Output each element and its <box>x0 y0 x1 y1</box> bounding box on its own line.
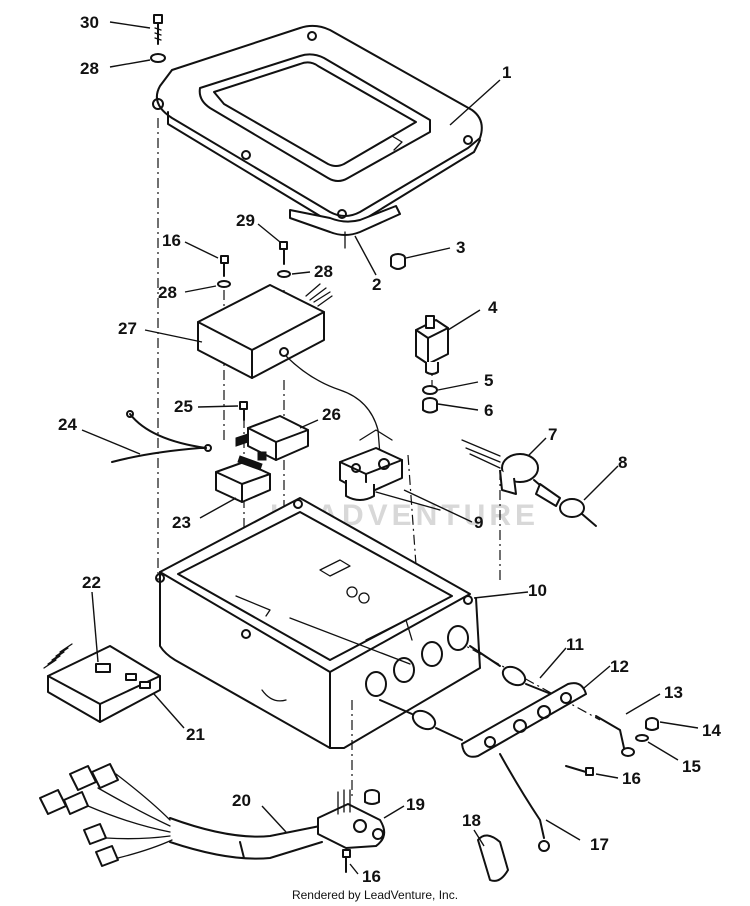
ground-strap-part <box>595 715 635 757</box>
callout-16-upper: 16 <box>162 231 181 250</box>
harness-part <box>39 763 323 867</box>
module-board-part <box>43 643 161 723</box>
callout-25: 25 <box>174 397 193 416</box>
boot-part <box>477 834 509 882</box>
wire-part <box>111 410 212 463</box>
callout-24: 24 <box>58 415 77 434</box>
o-ring-part <box>422 385 438 395</box>
callout-11: 11 <box>566 635 584 654</box>
callout-labels: 30 28 1 29 16 3 28 2 28 4 27 5 25 6 26 2… <box>58 13 721 886</box>
callout-20: 20 <box>232 791 251 810</box>
callout-28-top: 28 <box>80 59 99 78</box>
callout-9: 9 <box>474 513 483 532</box>
callout-28-mid-right: 28 <box>314 262 333 281</box>
switch-part <box>415 315 449 375</box>
coil-part <box>461 439 549 495</box>
relay-23-part <box>215 455 271 503</box>
callout-1: 1 <box>502 63 511 82</box>
spark-plug-cap-part <box>535 483 597 527</box>
callout-16-lower: 16 <box>362 867 381 886</box>
callout-13: 13 <box>664 683 683 702</box>
callout-6: 6 <box>484 401 493 420</box>
screw-16-upper <box>217 255 231 288</box>
callout-19: 19 <box>406 795 425 814</box>
cover-plate-part <box>461 682 587 852</box>
callout-22: 22 <box>82 573 101 592</box>
callout-28-mid-left: 28 <box>158 283 177 302</box>
callout-10: 10 <box>528 581 547 600</box>
nut-14-part <box>645 717 659 731</box>
connector-19-part <box>317 789 386 849</box>
screw-16-lower <box>342 849 351 873</box>
callout-8: 8 <box>618 453 627 472</box>
washer-28-top <box>150 53 166 63</box>
callout-14: 14 <box>702 721 721 740</box>
screw-30 <box>153 14 163 45</box>
gasket-part <box>289 205 401 249</box>
callout-17: 17 <box>590 835 609 854</box>
housing-part <box>155 497 481 749</box>
callout-23: 23 <box>172 513 191 532</box>
cover-part <box>152 24 483 227</box>
spacer-part <box>390 253 406 270</box>
callout-18: 18 <box>462 811 481 830</box>
callout-7: 7 <box>548 425 557 444</box>
module-box-part <box>197 283 381 456</box>
screw-29 <box>277 241 291 278</box>
relay-part <box>235 415 309 461</box>
callout-21: 21 <box>186 725 205 744</box>
callout-26: 26 <box>322 405 341 424</box>
solenoid-part <box>339 429 441 511</box>
washer-15-part <box>635 734 649 742</box>
callout-3: 3 <box>456 238 465 257</box>
callout-30: 30 <box>80 13 99 32</box>
footer-credit: Rendered by LeadVenture, Inc. <box>291 888 459 902</box>
screw-16-plate <box>565 765 594 776</box>
leader-lines <box>81 21 699 875</box>
nut-part <box>422 397 438 414</box>
callout-4: 4 <box>488 298 498 317</box>
callout-12: 12 <box>610 657 629 676</box>
callout-27: 27 <box>118 319 137 338</box>
screw-25 <box>239 401 248 421</box>
callout-16-plate: 16 <box>622 769 641 788</box>
callout-15: 15 <box>682 757 701 776</box>
callout-2: 2 <box>372 275 381 294</box>
callout-5: 5 <box>484 371 493 390</box>
callout-29: 29 <box>236 211 255 230</box>
